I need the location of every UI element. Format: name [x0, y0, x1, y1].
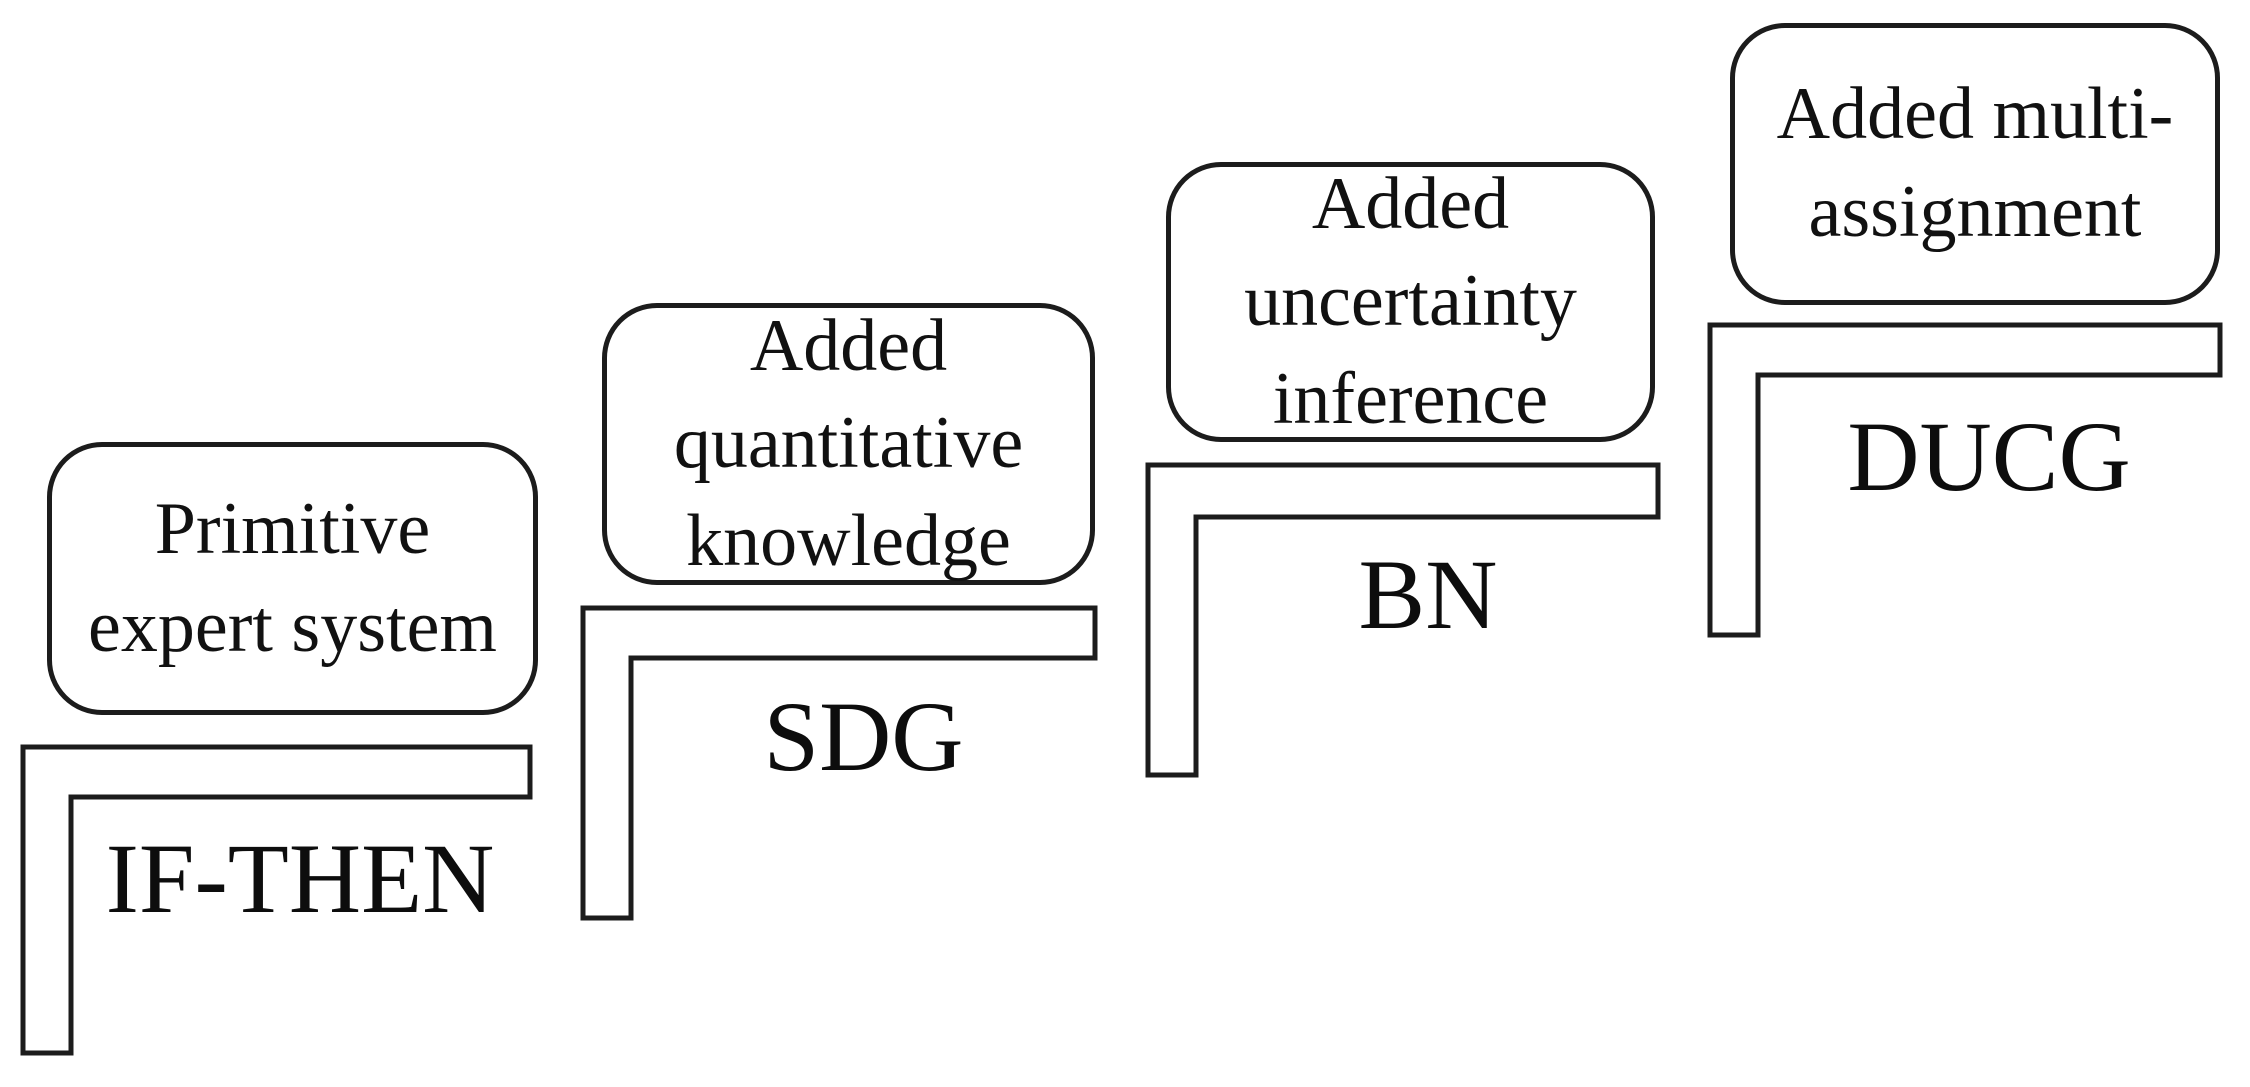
- box-line: Added multi-: [1776, 73, 2174, 156]
- box-line: quantitative: [673, 402, 1024, 485]
- box-line: assignment: [1808, 171, 2142, 253]
- stage-label-if-then: IF-THEN: [105, 823, 495, 934]
- stage-box-added-uncertainty-inference: Added uncertainty inference: [1166, 162, 1655, 442]
- box-line: Primitive: [154, 487, 431, 570]
- step-bracket-1: [20, 744, 533, 1056]
- box-line: Added: [749, 304, 948, 387]
- stage-label-bn: BN: [1358, 539, 1498, 650]
- stage-box-primitive-expert-system: Primitive expert system: [47, 442, 538, 715]
- stage-label-sdg: SDG: [763, 681, 964, 792]
- stage-label-ducg: DUCG: [1847, 401, 2131, 512]
- box-line: knowledge: [686, 499, 1011, 582]
- step-bracket-3: [1145, 462, 1661, 778]
- stage-box-added-quantitative-knowledge: Added quantitative knowledge: [602, 303, 1095, 585]
- box-line: Added: [1311, 162, 1510, 245]
- box-line: inference: [1272, 357, 1549, 440]
- step-bracket-4: [1707, 322, 2223, 638]
- box-line: expert system: [88, 585, 497, 668]
- step-bracket-2: [580, 605, 1098, 921]
- stage-box-added-multi-assignment: Added multi- assignment: [1730, 23, 2220, 305]
- box-line: uncertainty: [1244, 260, 1577, 343]
